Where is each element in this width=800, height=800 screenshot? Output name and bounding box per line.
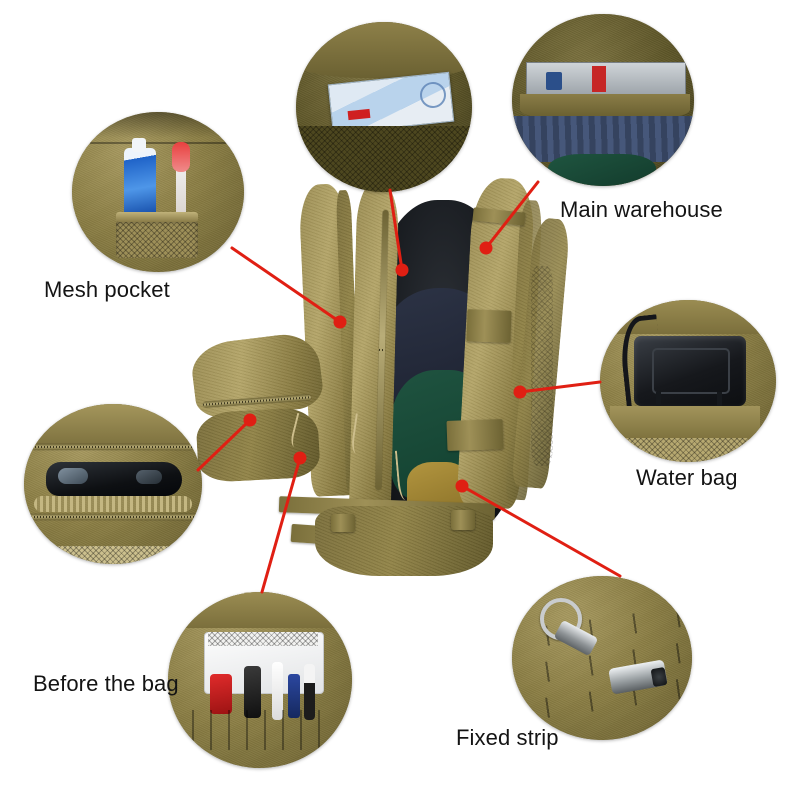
label-mesh-pocket: Mesh pocket: [44, 277, 170, 302]
photo-mesh-pocket: [72, 112, 244, 272]
photo-fixed-strip: [512, 576, 692, 740]
pocket-lid: [24, 404, 202, 444]
photo-goggle-pocket: [24, 404, 202, 564]
item-flashlight-black: [244, 666, 261, 718]
callout-circle-before-the-bag[interactable]: [168, 592, 352, 768]
strap-mesh-padding: [531, 266, 553, 466]
photo-main-warehouse: [512, 14, 694, 186]
callout-circle-mesh-pocket[interactable]: [72, 112, 244, 272]
photo-water-bag: [600, 300, 776, 462]
item-toothbrush-handle: [176, 156, 186, 248]
pocket-bottom-mesh: [58, 546, 168, 564]
mesh-band-top-edge: [116, 212, 198, 222]
mesh-band: [116, 220, 198, 258]
inner-pocket-flap: [520, 94, 690, 120]
item-pen-blue: [288, 674, 300, 718]
goggles-lens-glint-right: [136, 470, 162, 484]
contents-green-garment: [548, 154, 656, 186]
molle-strap-mid-right: [466, 309, 512, 343]
lid-shadow: [72, 112, 244, 138]
pocket-upper-zipper: [32, 444, 194, 450]
pocket-lower-zipper: [28, 514, 198, 520]
photo-document-pocket: [296, 22, 472, 192]
molle-strap-lower-right: [446, 419, 504, 451]
organizer-elastic-panel: [192, 710, 334, 750]
item-pen-white: [272, 662, 283, 720]
photo-before-the-bag: [168, 592, 352, 768]
document-sleeve-mesh-top: [208, 632, 318, 646]
label-before-the-bag: Before the bag: [33, 671, 179, 696]
item-toothbrush-head: [172, 142, 190, 172]
pocket-fleece-lining: [34, 496, 192, 512]
callout-circle-main-warehouse[interactable]: [512, 14, 694, 186]
inner-pocket-item-blue: [546, 72, 562, 90]
buckle-right: [451, 510, 475, 530]
label-water-bag: Water bag: [636, 465, 738, 490]
sleeve-top-flap: [600, 300, 776, 334]
item-red-multitool: [210, 674, 232, 714]
callout-circle-goggle-pocket[interactable]: [24, 404, 202, 564]
sleeve-front-panel: [610, 406, 760, 440]
label-fixed-strip: Fixed strip: [456, 725, 559, 750]
pocket-upper-flap: [296, 22, 472, 78]
item-pen-dark: [304, 664, 315, 720]
pocket-divider-seam: [90, 142, 228, 144]
goggles-lens-glint: [58, 468, 88, 484]
callout-circle-water-bag[interactable]: [600, 300, 776, 462]
center-zip-panel: [348, 181, 400, 523]
flashlight-lens: [650, 666, 668, 688]
product-photo-backpack: [188, 170, 575, 610]
side-pouch-upper-left: [188, 330, 326, 422]
sleeve-bottom-mesh: [624, 438, 748, 462]
pocket-mesh-lower: [296, 126, 472, 192]
inner-pocket-label-red: [592, 66, 606, 92]
item-toothpaste-cap: [132, 138, 146, 152]
label-main-warehouse: Main warehouse: [560, 197, 723, 222]
callout-circle-document-pocket[interactable]: [296, 22, 472, 192]
buckle-left: [331, 514, 355, 532]
organizer-lid: [168, 592, 352, 628]
callout-circle-fixed-strip[interactable]: [512, 576, 692, 740]
